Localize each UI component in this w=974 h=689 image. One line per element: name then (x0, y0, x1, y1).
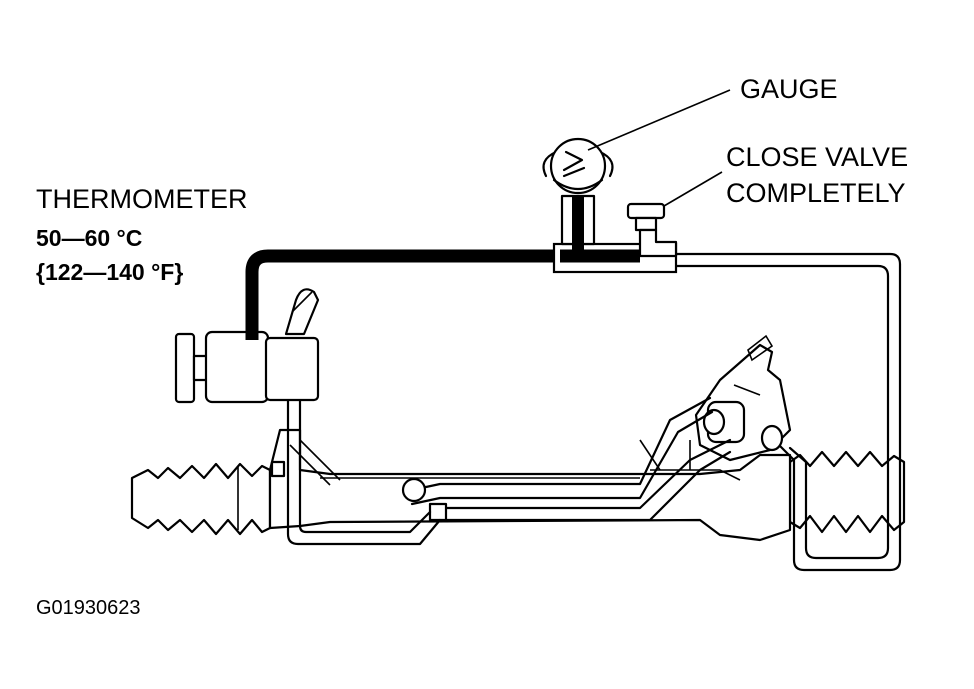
shutoff-valve (626, 202, 678, 258)
close-valve-label-line2: COMPLETELY (726, 178, 906, 208)
pump-lower-line (286, 396, 442, 546)
thermometer-label: THERMOMETER (36, 184, 248, 214)
valve-leader-line (663, 171, 723, 207)
gear-valve-housing (694, 334, 792, 462)
return-line (674, 252, 902, 572)
gauge-leader-line (587, 89, 731, 151)
pressure-hose-thick (245, 242, 678, 340)
power-steering-pump (174, 288, 320, 404)
gauge-label: GAUGE (740, 74, 838, 104)
temperature-fahrenheit-label: {122—140 °F} (36, 259, 183, 285)
close-valve-label-line1: CLOSE VALVE (726, 142, 908, 172)
pressure-gauge (542, 137, 614, 252)
temperature-celsius-label: 50—60 °C (36, 225, 142, 251)
left-rack-boot (130, 462, 272, 536)
right-rack-boot (788, 450, 906, 534)
cylinder-lines (270, 396, 732, 522)
figure-code-label: G01930623 (36, 597, 141, 619)
